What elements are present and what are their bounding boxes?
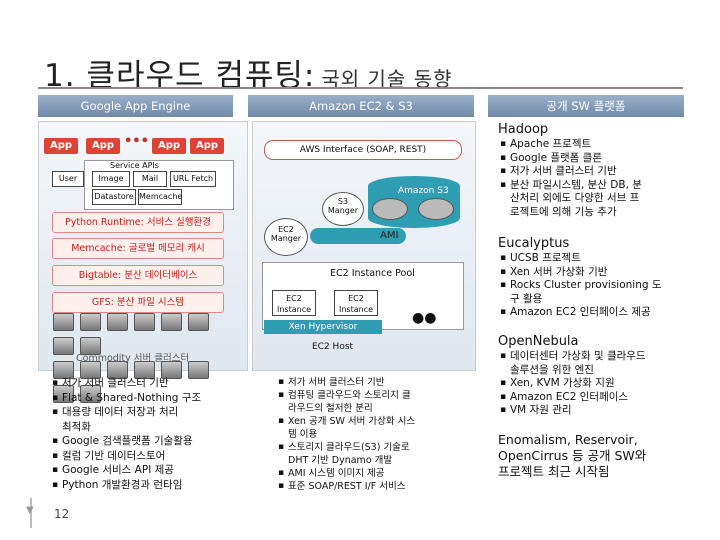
amazon-bullet-list: 저가 서버 클러스터 기반 컴퓨팅 클라우드와 스토리지 클 라우드의 철저한 … xyxy=(278,376,474,493)
bullet-item: Apache 프로젝트 xyxy=(500,138,686,152)
service-python-runtime: Python Runtime: 서비스 실행환경 xyxy=(52,212,224,233)
cluster-label: Commodity 서버 클러스터 xyxy=(76,353,190,364)
bullet-item: 표준 SOAP/REST I/F 서비스 xyxy=(278,480,474,493)
bullet-item: Google 검색플랫폼 기술활용 xyxy=(52,434,242,449)
bullet-item: VM 자원 관리 xyxy=(500,404,686,418)
opennebula-title: OpenNebula xyxy=(498,334,579,349)
disk-icon xyxy=(418,198,454,220)
bullet-item: 대용량 데이터 저장과 처리 xyxy=(52,405,242,420)
bullet-item: Google 서비스 API 제공 xyxy=(52,463,242,478)
hadoop-title: Hadoop xyxy=(498,122,549,137)
service-gfs: GFS: 분산 파일 시스템 xyxy=(52,292,224,313)
bullet-item-continuation: 로젝트에 의해 기능 추가 xyxy=(510,205,617,218)
server-icon xyxy=(80,337,101,355)
api-mail: Mail xyxy=(133,171,167,187)
closing-line: 프로젝트 최근 시작됨 xyxy=(498,464,610,479)
bullet-item: Python 개발환경과 런타임 xyxy=(52,478,242,493)
ec2-pool-label: EC2 Instance Pool xyxy=(330,268,415,279)
eucalyptus-title: Eucalyptus xyxy=(498,236,570,251)
xen-hypervisor-bar: Xen Hypervisor xyxy=(264,320,382,334)
s3-label: Amazon S3 xyxy=(398,186,449,196)
hadoop-bullets: Apache 프로젝트 Google 플랫폼 클론 저가 서버 클러스터 기반 … xyxy=(500,138,686,219)
bullet-item: Amazon EC2 인터페이스 제공 xyxy=(500,306,686,320)
bullet-item: AMI 시스템 이미지 제공 xyxy=(278,467,474,480)
api-memcache: Memcache xyxy=(138,189,182,205)
s3-manager-node: S3 Manger xyxy=(322,192,364,226)
bullet-item: Xen, KVM 가상화 지원 xyxy=(500,377,686,391)
closing-note: Enomalism, Reservoir, OpenCirrus 등 공개 SW… xyxy=(498,432,688,480)
bullet-item-continuation: 산처리 외에도 다양한 서브 프 xyxy=(510,192,640,204)
opennebula-bullets: 데이터센터 가상화 및 클라우드 솔루션을 위한 엔진 Xen, KVM 가상화… xyxy=(500,350,686,418)
bullet-item: Rocks Cluster provisioning 도 xyxy=(500,279,686,293)
bullet-item: Google 플랫폼 클론 xyxy=(500,152,686,166)
app-block-3: App xyxy=(152,138,186,154)
ec2-instance-1: EC2 Instance xyxy=(272,290,316,316)
bullet-item: Amazon EC2 인터페이스 xyxy=(500,391,686,405)
aws-interface-bar: AWS Interface (SOAP, REST) xyxy=(264,140,462,160)
api-url-fetch: URL Fetch xyxy=(170,171,216,187)
google-bullet-list: 저가 서버 클러스터 기반 Flat & Shared-Nothing 구조 대… xyxy=(52,376,242,492)
bullet-item: UCSB 프로젝트 xyxy=(500,252,686,266)
bullet-item-continuation: DHT 기반 Dynamo 개발 xyxy=(288,455,393,466)
api-image: Image xyxy=(92,171,130,187)
server-icon xyxy=(161,313,182,331)
bullet-item-continuation: 템 이용 xyxy=(288,429,318,440)
bullet-item-continuation: 솔루션을 위한 엔진 xyxy=(510,363,594,376)
user-box: User xyxy=(52,171,84,187)
instance-ellipsis-icon: ●● xyxy=(412,310,437,326)
footer-line xyxy=(30,498,32,528)
bullet-item: Xen 공개 SW 서버 가상화 시스 xyxy=(278,415,474,428)
bullet-item: 저가 서버 클러스터 기반 xyxy=(52,376,242,391)
service-bigtable: Bigtable: 분산 데이터베이스 xyxy=(52,265,224,286)
server-icon xyxy=(53,313,74,331)
bullet-item: 컴퓨팅 클라우드와 스토리지 클 xyxy=(278,389,474,402)
bullet-item: Xen 서버 가상화 기반 xyxy=(500,266,686,280)
app-block-2: App xyxy=(86,138,120,154)
server-icon xyxy=(188,313,209,331)
app-block-1: App xyxy=(44,138,78,154)
bullet-item-continuation: 구 활용 xyxy=(510,292,543,305)
app-ellipsis: ••• xyxy=(124,134,149,149)
ami-arrow xyxy=(310,228,406,244)
eucalyptus-bullets: UCSB 프로젝트 Xen 서버 가상화 기반 Rocks Cluster pr… xyxy=(500,252,686,320)
header-amazon: Amazon EC2 & S3 xyxy=(248,95,474,117)
footer-marker-icon: ▼ xyxy=(26,505,34,516)
bullet-item: 스토리지 클라우드(S3) 기술로 xyxy=(278,441,474,454)
bullet-item: 데이터센터 가상화 및 클라우드 xyxy=(500,350,686,364)
bullet-item-continuation: 최적화 xyxy=(62,420,91,433)
bullet-item: 저가 서버 클러스터 기반 xyxy=(278,376,474,389)
page-number: 12 xyxy=(54,507,70,521)
bullet-item: 분산 파일시스템, 분산 DB, 분 xyxy=(500,179,686,193)
bullet-item: 컬럼 기반 데이터스토어 xyxy=(52,449,242,464)
bullet-item: 저가 서버 클러스터 기반 xyxy=(500,165,686,179)
bullet-item-continuation: 라우드의 철저한 분리 xyxy=(288,403,373,414)
ami-label: AMI xyxy=(380,230,399,241)
ec2-instance-2: EC2 Instance xyxy=(334,290,378,316)
service-memcache: Memcache: 글로벌 메모리 캐시 xyxy=(52,238,224,259)
server-icon xyxy=(107,313,128,331)
service-apis-label: Service APIs xyxy=(110,161,159,170)
api-datastore: Datastore xyxy=(92,189,136,205)
header-open-platform: 공개 SW 플랫폼 xyxy=(488,95,684,117)
title-divider xyxy=(38,87,683,89)
closing-line: Enomalism, Reservoir, xyxy=(498,432,638,447)
ec2-manager-node: EC2 Manger xyxy=(264,218,308,256)
server-icon xyxy=(134,313,155,331)
server-icon xyxy=(53,337,74,355)
closing-line: OpenCirrus 등 공개 SW와 xyxy=(498,448,647,463)
server-icon xyxy=(80,313,101,331)
app-block-4: App xyxy=(190,138,224,154)
ec2-host-label: EC2 Host xyxy=(312,342,354,352)
bullet-item: Flat & Shared-Nothing 구조 xyxy=(52,391,242,406)
header-google: Google App Engine xyxy=(38,95,233,117)
disk-icon xyxy=(372,198,408,220)
